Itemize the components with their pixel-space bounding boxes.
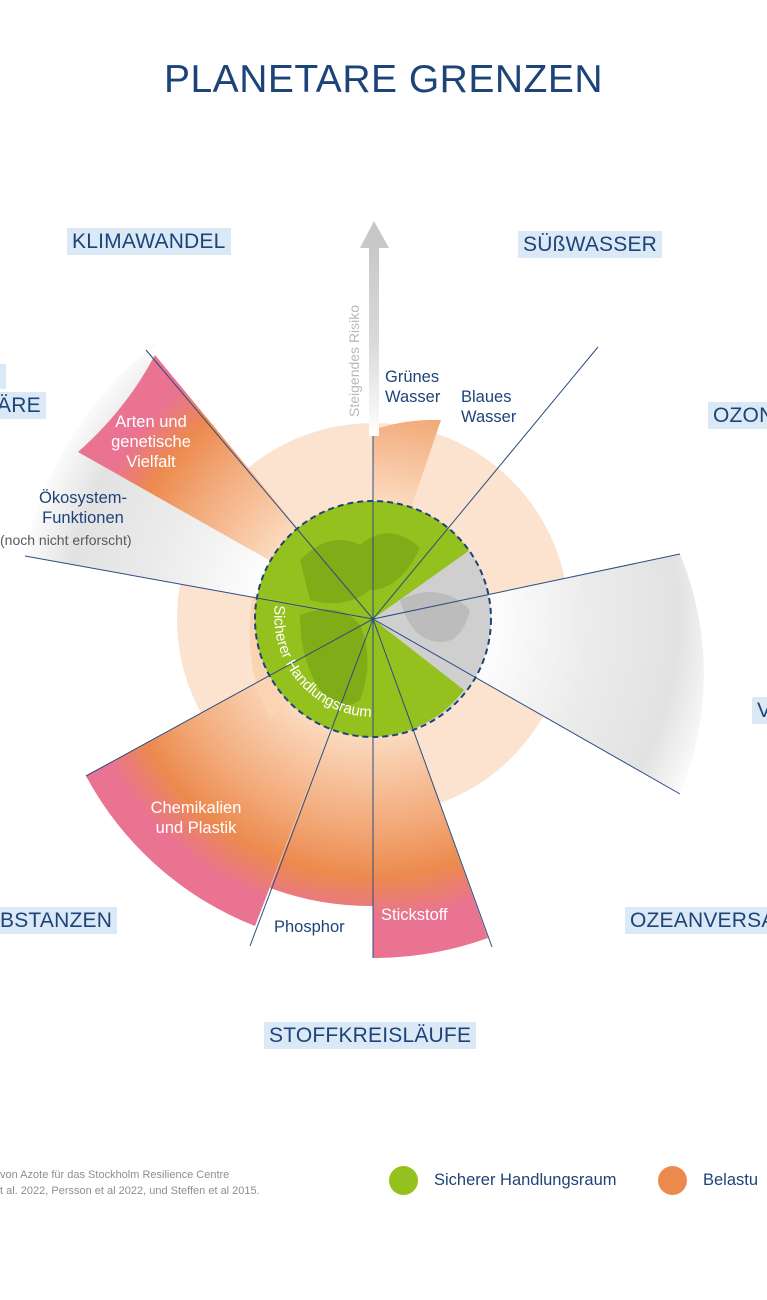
label-chemikalien-line2: und Plastik <box>155 819 237 837</box>
category-klimawandel: KLIMAWANDEL <box>67 228 231 255</box>
legend-safe-swatch <box>389 1166 418 1195</box>
label-blaues-wasser-line1: Blaues <box>461 388 512 406</box>
legend-safe-label: Sicherer Handlungsraum <box>434 1171 617 1189</box>
label-oekosystem-line2: Funktionen <box>42 509 124 527</box>
source-credit: von Azote für das Stockholm Resilience C… <box>0 1167 340 1199</box>
category-aerosole: V <box>752 697 767 724</box>
label-oekosystem-line1: Ökosystem- <box>38 489 127 507</box>
category-substanzen: BSTANZEN <box>0 907 118 934</box>
label-blaues-wasser-line2: Wasser <box>461 408 517 426</box>
label-stickstoff: Stickstoff <box>381 906 448 924</box>
label-gruenes-wasser: Grünes Wasser <box>385 367 440 407</box>
label-chemikalien-line1: Chemikalien <box>150 799 242 817</box>
category-stoffkreislaeufe: STOFFKREISLÄUFE <box>264 1022 477 1049</box>
category-ozon: OZON <box>708 402 767 429</box>
risk-arrow <box>360 221 389 436</box>
label-arten-vielfalt: Arten und genetische Vielfalt <box>98 412 204 472</box>
sector-divider-lines <box>24 346 681 958</box>
label-gruenes-wasser-line2: Wasser <box>385 388 441 406</box>
label-oekosystem-note: (noch nicht erforscht) <box>0 532 132 548</box>
label-chemikalien: Chemikalien und Plastik <box>136 798 256 838</box>
category-suesswasser: SÜßWASSER <box>518 231 663 258</box>
category-biosphaere-top <box>0 364 6 389</box>
risk-arrow-label: Steigendes Risiko <box>346 305 362 417</box>
category-ozeanversauerung: OZEANVERSA <box>625 907 767 934</box>
label-arten-line2: genetische <box>111 433 191 451</box>
category-biosphaere: ÄRE <box>0 392 46 419</box>
source-line1: von Azote für das Stockholm Resilience C… <box>0 1169 230 1181</box>
legend-load-label: Belastu <box>703 1171 759 1189</box>
label-blaues-wasser: Blaues Wasser <box>461 387 516 427</box>
label-gruenes-wasser-line1: Grünes <box>385 368 440 386</box>
source-line2: t al. 2022, Persson et al 2022, und Stef… <box>0 1185 260 1197</box>
label-oekosystem: Ökosystem- Funktionen <box>24 488 142 528</box>
page-title: PLANETARE GRENZEN <box>163 58 604 101</box>
label-arten-line1: Arten und <box>115 413 187 431</box>
legend-load-swatch <box>658 1166 687 1195</box>
label-phosphor: Phosphor <box>274 918 345 936</box>
label-arten-line3: Vielfalt <box>126 453 176 471</box>
